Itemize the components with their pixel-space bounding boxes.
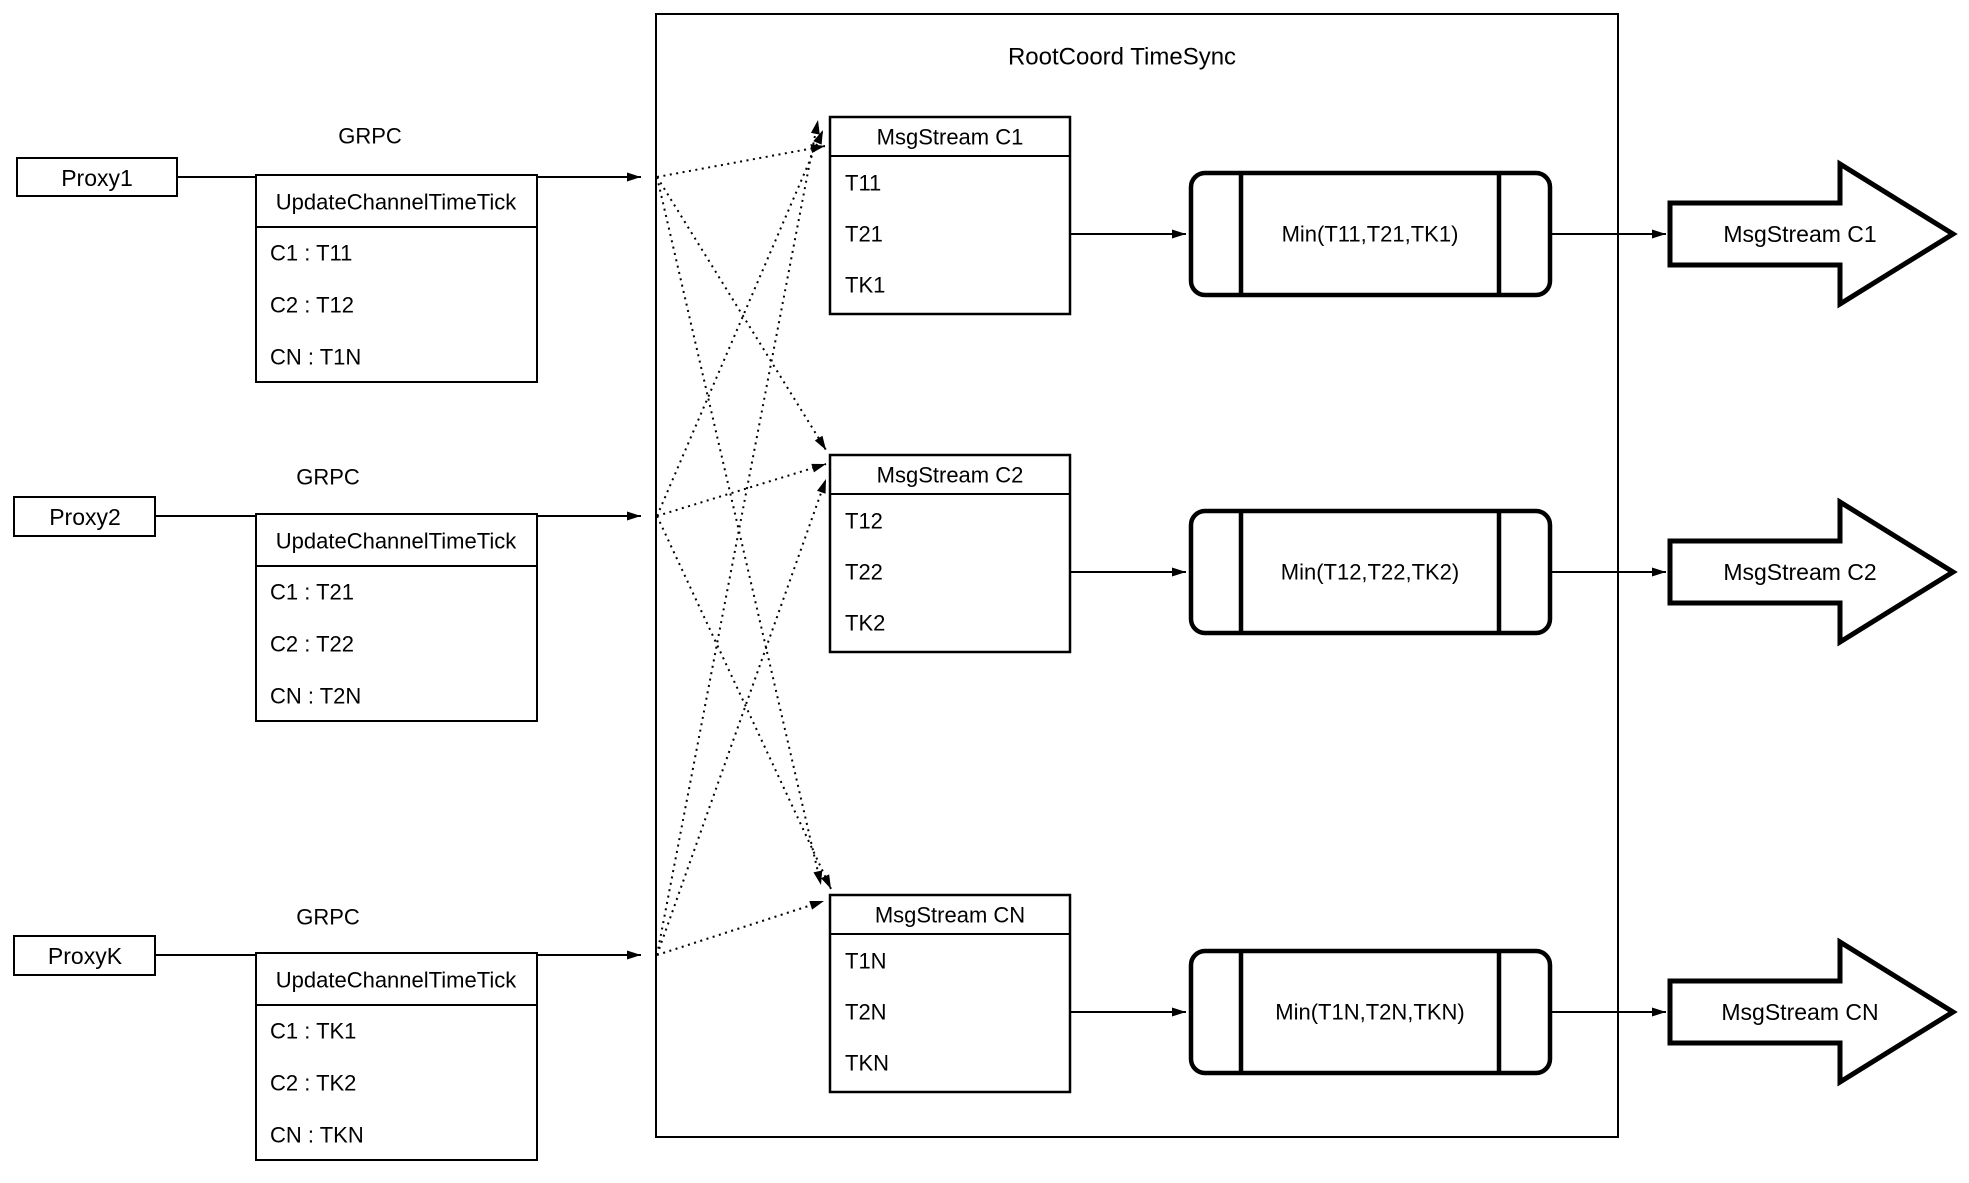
output-block-arrow-2: MsgStream C2 <box>1667 497 1958 647</box>
update-tick-table-3-box <box>255 952 538 1161</box>
min-process-box-3: Min(T1N,T2N,TKN) <box>1188 948 1553 1076</box>
msgstream-c1-value-1: T21 <box>845 222 883 247</box>
update-tick-table-3: UpdateChannelTimeTick C1 : TK1 C2 : TK2 … <box>255 952 538 1161</box>
output-arrow-shape-3 <box>1667 937 1958 1087</box>
grpc-label-3: GRPC <box>296 905 360 930</box>
update-tick-table-1-box <box>255 174 538 383</box>
msgstream-c1-value-2: TK1 <box>845 273 885 298</box>
update-tick-table-2-box <box>255 513 538 722</box>
proxy2-label: Proxy2 <box>49 504 121 530</box>
msgstream-table-c1-header: MsgStream C1 <box>877 125 1024 150</box>
min-label-1: Min(T11,T21,TK1) <box>1282 222 1459 247</box>
msgstream-c2-value-2: TK2 <box>845 611 885 636</box>
update-tick-table-2-row-1: C2 : T22 <box>270 632 354 657</box>
msgstream-table-c2: MsgStream C2 T12 T22 TK2 <box>828 453 1072 654</box>
update-tick-table-2-row-0: C1 : T21 <box>270 580 354 605</box>
update-tick-table-3-row-2: CN : TKN <box>270 1123 364 1148</box>
row-proxy2: Proxy2 GRPC UpdateChannelTimeTick C1 : T… <box>13 453 1958 722</box>
msgstream-table-c1-box <box>828 115 1072 316</box>
output-block-arrow-1: MsgStream C1 <box>1667 159 1958 309</box>
output-arrow-shape-1 <box>1667 159 1958 309</box>
proxyk-label: ProxyK <box>48 943 123 969</box>
min-label-2: Min(T12,T22,TK2) <box>1281 560 1460 585</box>
output-label-3: MsgStream CN <box>1721 999 1878 1025</box>
msgstream-table-cn-box <box>828 893 1072 1094</box>
msgstream-c1-value-0: T11 <box>845 171 881 196</box>
msgstream-table-c1: MsgStream C1 T11 T21 TK1 <box>828 115 1072 316</box>
msgstream-cn-value-0: T1N <box>845 949 887 974</box>
update-tick-table-2: UpdateChannelTimeTick C1 : T21 C2 : T22 … <box>255 513 538 722</box>
output-arrow-shape-2 <box>1667 497 1958 647</box>
min-label-3: Min(T1N,T2N,TKN) <box>1275 1000 1464 1025</box>
msgstream-cn-value-1: T2N <box>845 1000 887 1025</box>
proxyk-box <box>13 935 156 976</box>
proxy1-label: Proxy1 <box>61 165 133 191</box>
update-tick-table-1-header: UpdateChannelTimeTick <box>276 190 517 215</box>
update-tick-table-1: UpdateChannelTimeTick C1 : T11 C2 : T12 … <box>255 174 538 383</box>
rootcoord-title: RootCoord TimeSync <box>1008 44 1236 71</box>
proxy1-box <box>16 157 178 197</box>
timetick-fanout-lines <box>656 119 832 956</box>
update-tick-table-1-row-2: CN : T1N <box>270 345 361 370</box>
update-tick-table-3-header: UpdateChannelTimeTick <box>276 968 517 993</box>
update-tick-table-3-row-1: C2 : TK2 <box>270 1071 356 1096</box>
fanout-p1-to-cn <box>656 176 823 886</box>
grpc-label-1: GRPC <box>338 124 402 149</box>
msgstream-c2-value-1: T22 <box>845 560 883 585</box>
min-process-box-2: Min(T12,T22,TK2) <box>1188 508 1553 636</box>
msgstream-cn-value-2: TKN <box>845 1051 889 1076</box>
row-proxy1: Proxy1 GRPC UpdateChannelTimeTick C1 : T… <box>16 115 1958 383</box>
msgstream-table-cn: MsgStream CN T1N T2N TKN <box>828 893 1072 1094</box>
fanout-p1-to-c1 <box>656 144 826 178</box>
update-tick-table-3-row-0: C1 : TK1 <box>270 1019 356 1044</box>
fanout-p1-to-c2 <box>656 176 827 451</box>
fanout-pk-to-c1 <box>656 119 820 956</box>
update-tick-table-1-row-1: C2 : T12 <box>270 293 354 318</box>
output-label-2: MsgStream C2 <box>1723 559 1876 585</box>
msgstream-table-c2-box <box>828 453 1072 654</box>
output-label-1: MsgStream C1 <box>1723 221 1876 247</box>
msgstream-table-c2-header: MsgStream C2 <box>877 463 1024 488</box>
grpc-label-2: GRPC <box>296 465 360 490</box>
msgstream-table-cn-header: MsgStream CN <box>875 903 1025 928</box>
msgstream-c2-value-0: T12 <box>845 509 883 534</box>
proxy2-box <box>13 496 156 537</box>
row-proxyk: ProxyK GRPC UpdateChannelTimeTick C1 : T… <box>13 893 1958 1161</box>
output-block-arrow-3: MsgStream CN <box>1667 937 1958 1087</box>
update-tick-table-1-row-0: C1 : T11 <box>270 241 352 266</box>
update-tick-table-2-header: UpdateChannelTimeTick <box>276 529 517 554</box>
update-tick-table-2-row-2: CN : T2N <box>270 684 361 709</box>
min-process-box-1: Min(T11,T21,TK1) <box>1188 170 1553 298</box>
